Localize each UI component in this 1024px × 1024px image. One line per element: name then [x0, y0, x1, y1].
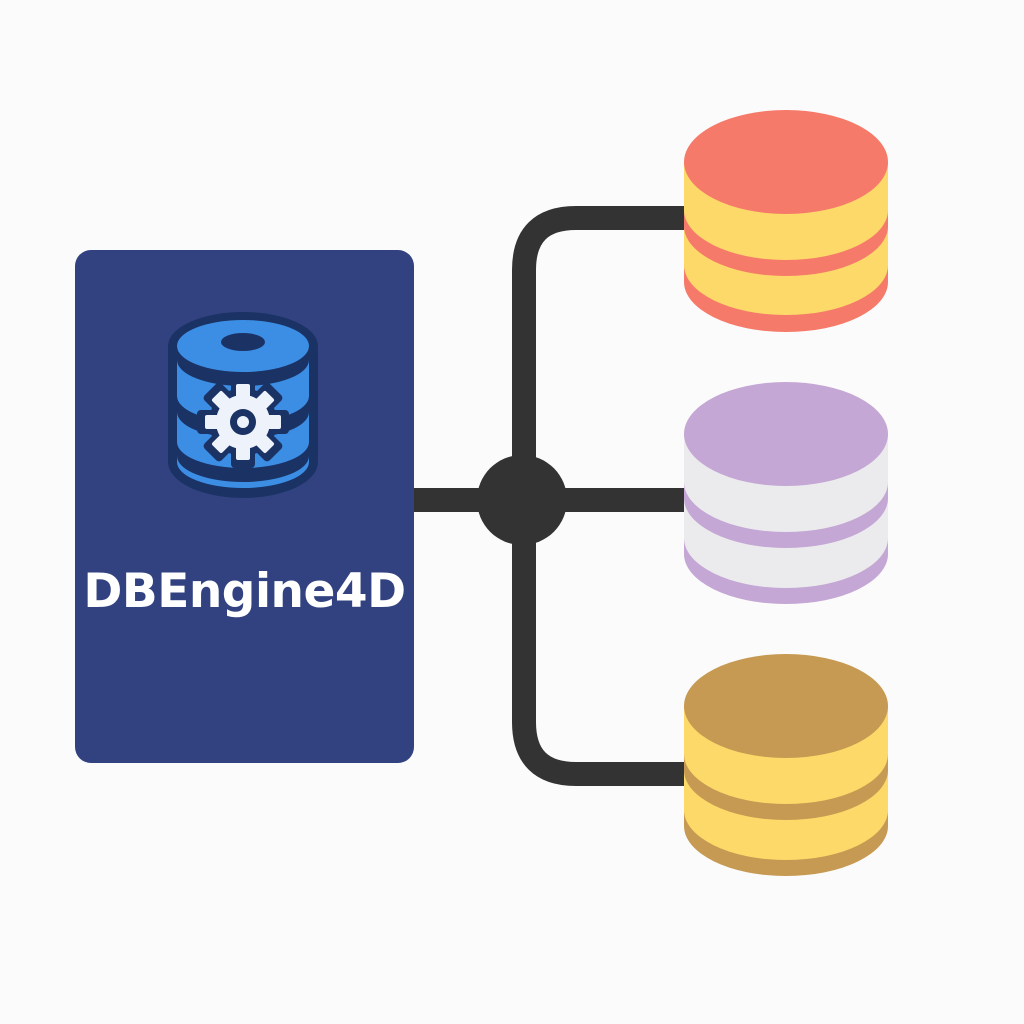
hub-node[interactable] — [477, 455, 567, 545]
database-red-icon[interactable] — [684, 110, 888, 332]
engine-name: DBEngine4D — [83, 564, 406, 619]
database-purple-icon[interactable] — [684, 382, 888, 604]
database-brown-icon[interactable] — [684, 654, 888, 876]
database-gear-icon — [168, 312, 318, 498]
engine-card[interactable]: DBEngine4D — [75, 250, 414, 763]
